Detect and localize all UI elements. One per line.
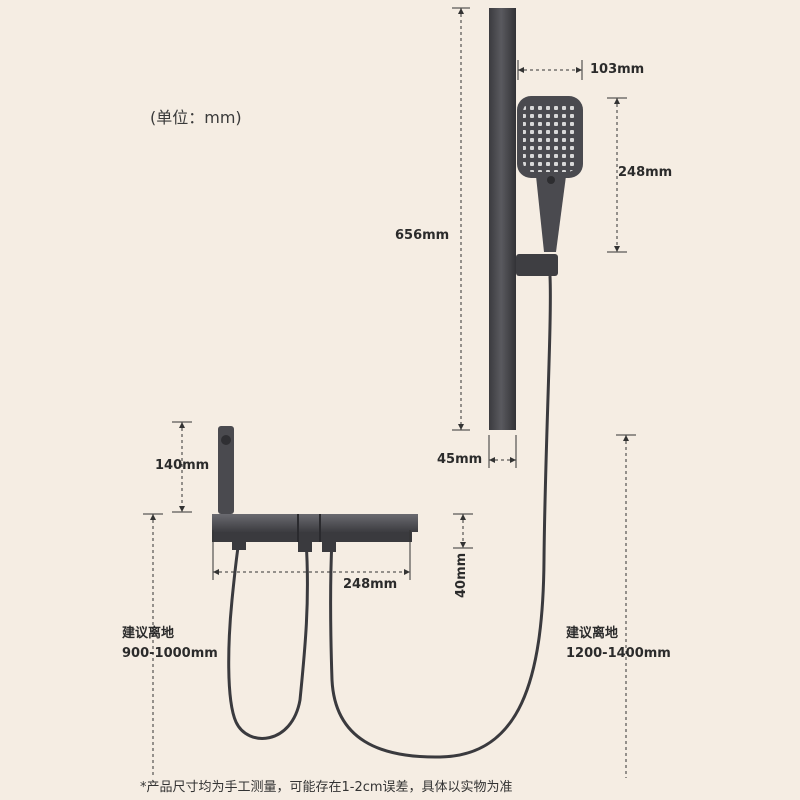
head-width-label: 103mm (590, 62, 645, 77)
valve-install-height: 建议离地 900-1000mm (122, 624, 218, 664)
bar-install-height: 建议离地 1200-1400mm (566, 624, 671, 664)
shower-holder (516, 254, 558, 276)
slide-bar (489, 8, 516, 430)
bar-install-range: 1200-1400mm (566, 646, 671, 661)
dimension-arrows (150, 8, 629, 575)
valve-shelf (212, 514, 418, 552)
dimension-lines (143, 7, 636, 778)
shower-hose (329, 275, 552, 759)
shelf-width-label: 248mm (343, 577, 398, 592)
shelf-height-label: 40mm (454, 552, 469, 598)
valve-install-label: 建议离地 (122, 626, 175, 641)
bar-install-label: 建议离地 (566, 626, 619, 641)
head-height-label: 248mm (618, 165, 673, 180)
valve-install-range: 900-1000mm (122, 646, 218, 661)
spout (218, 426, 234, 514)
bar-width-label: 45mm (437, 452, 483, 467)
footnote: *产品尺寸均为手工测量，可能存在1-2cm误差，具体以实物为准 (140, 780, 513, 795)
hand-shower (517, 96, 583, 252)
unit-label: (单位：mm) (150, 108, 242, 127)
spout-hose (227, 534, 309, 740)
spout-height-label: 140mm (155, 458, 210, 473)
bar-length-label: 656mm (395, 228, 450, 243)
